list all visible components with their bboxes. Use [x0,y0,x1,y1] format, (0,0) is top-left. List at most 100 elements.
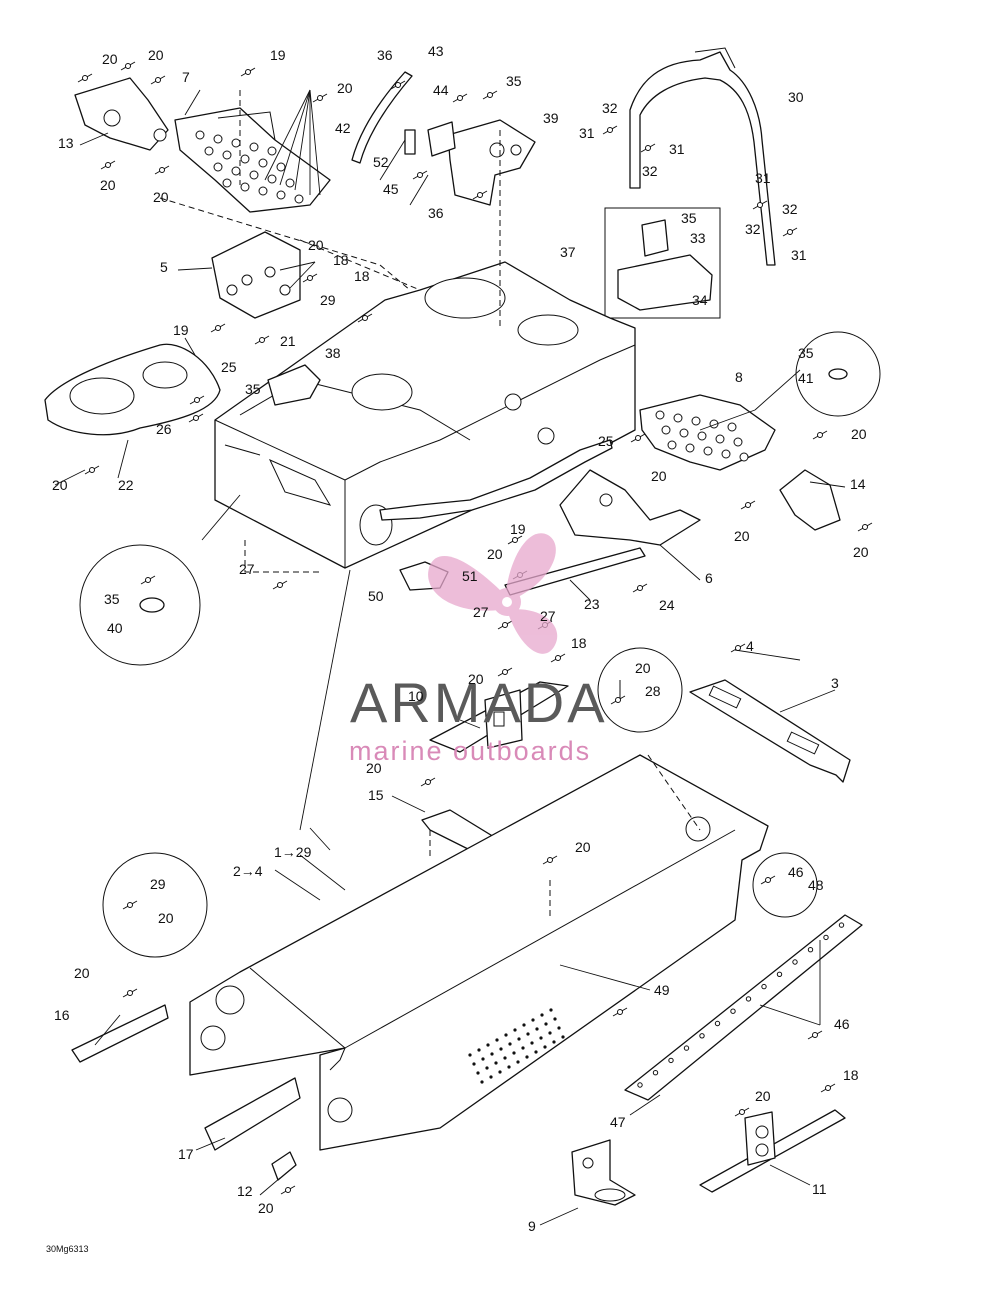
bracket-part-12 [271,1151,297,1181]
callout-label: 35 [681,210,697,226]
propeller-logo-icon [428,533,558,654]
callout-label: 12 [237,1183,253,1199]
callout-label: 27 [239,561,255,577]
callout-label: 32 [642,163,658,179]
front-bracket-part-13 [74,77,169,151]
callout-label: 44 [433,82,449,98]
callout-label: 51 [462,568,478,584]
callout-label: 2→4 [233,863,263,879]
leader-lines [54,89,846,1226]
callout-label: 35 [798,345,814,361]
shield-part-22 [44,343,221,436]
callout-label: 42 [335,120,351,136]
callout-label: 9 [528,1218,536,1234]
callout-label: 7 [182,69,190,85]
callout-label: 19 [510,521,526,537]
callout-label: 18 [333,252,349,268]
angle-bar-part-16 [71,1004,169,1063]
callout-label: 6 [705,570,713,586]
callout-label: 50 [368,588,384,604]
callout-label: 39 [543,110,559,126]
callout-label: 22 [118,477,134,493]
angle-bar-part-17 [204,1077,301,1151]
callout-labels: 20 20 19 36 43 7 20 44 35 42 39 13 52 20… [52,43,869,1234]
rail-part-47 [624,914,863,1101]
callout-label: 52 [373,154,389,170]
callout-label: 19 [173,322,189,338]
plate-part-3 [689,679,851,783]
bracket-part-9 [571,1139,636,1206]
callout-label: 29 [150,876,166,892]
callout-label: 20 [853,544,869,560]
callout-label: 27 [473,604,489,620]
callout-label: 20 [308,237,324,253]
callout-label: 47 [610,1114,626,1130]
footrest-part-7 [174,107,331,213]
callout-label: 20 [52,477,68,493]
callout-label: 48 [808,877,824,893]
bracket-part-38 [267,364,321,406]
callout-label: 20 [102,51,118,67]
bracket-part-14 [779,469,841,531]
callout-label: 10 [408,688,424,704]
callout-label: 35 [506,73,522,89]
callout-label: 46 [788,864,804,880]
line-art [44,47,881,1226]
callout-label: 5 [160,259,168,275]
callout-label: 18 [843,1067,859,1083]
callout-label: 40 [107,620,123,636]
callout-label: 20 [337,80,353,96]
callout-label: 31 [579,125,595,141]
callout-label: 20 [575,839,591,855]
callout-label: 20 [148,47,164,63]
callout-label: 26 [156,421,172,437]
callout-label: 43 [428,43,444,59]
callout-label: 30 [788,89,804,105]
callout-label: 25 [598,433,614,449]
callout-label: 34 [692,292,708,308]
callout-label: 20 [366,760,382,776]
callout-label: 13 [58,135,74,151]
callout-label: 49 [654,982,670,998]
callout-label: 32 [782,201,798,217]
steering-column-part-30 [629,47,776,266]
callout-label: 20 [755,1088,771,1104]
detail-circle-28 [597,647,683,733]
callout-label: 20 [153,189,169,205]
callout-label: 8 [735,369,743,385]
detail-circle-29 [102,852,208,958]
callout-label: 28 [645,683,661,699]
callout-label: 33 [690,230,706,246]
callout-label: 20 [487,546,503,562]
callout-label: 45 [383,181,399,197]
callout-label: 36 [377,47,393,63]
callout-label: 20 [734,528,750,544]
callout-label: 18 [354,268,370,284]
callout-label: 20 [74,965,90,981]
detail-circle-46 [752,852,818,918]
callout-label: 36 [428,205,444,221]
callout-label: 20 [635,660,651,676]
bracket-part-39 [404,119,536,206]
watermark-tagline-text: marine outboards [349,736,591,766]
watermark: ARMADA marine outboards [349,533,608,766]
callout-label: 27 [540,608,556,624]
watermark-brand-text: ARMADA [350,671,608,734]
callout-label: 31 [755,170,771,186]
callout-label: 3 [831,675,839,691]
callout-label: 31 [791,247,807,263]
callout-label: 32 [745,221,761,237]
callout-label: 20 [158,910,174,926]
callout-label: 29 [320,292,336,308]
callout-label: 19 [270,47,286,63]
skid-part-11 [699,1109,846,1193]
callout-label: 14 [850,476,866,492]
bracket-part-6 [559,469,701,546]
callout-label: 4 [746,638,754,654]
callout-label: 23 [584,596,600,612]
callout-label: 16 [54,1007,70,1023]
callout-label: 20 [651,468,667,484]
cable-part-42 [351,71,413,164]
callout-label: 35 [104,591,120,607]
